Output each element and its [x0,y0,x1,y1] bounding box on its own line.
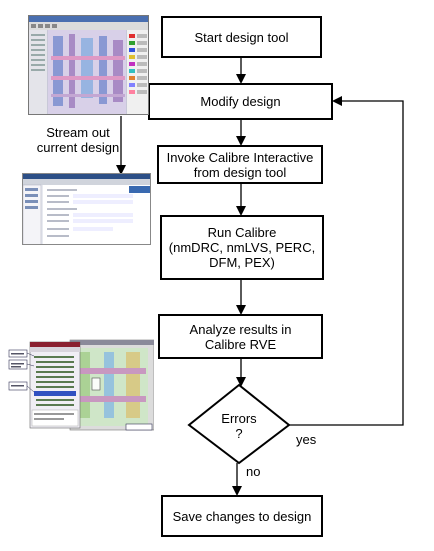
step-save-label: Save changes to design [172,508,312,524]
step-invoke-calibre-interactive: Invoke Calibre Interactive from design t… [157,145,323,184]
step-run-label: Run Calibre (nmDRC, nmLVS, PERC, DFM, PE… [168,225,316,270]
step-start-design-tool: Start design tool [161,16,322,58]
step-analyze-results: Analyze results in Calibre RVE [158,314,323,359]
step-run-calibre: Run Calibre (nmDRC, nmLVS, PERC, DFM, PE… [160,215,324,280]
calibre-rve-screenshot [8,338,154,434]
stream-out-label: Stream out current design [36,125,120,155]
no-label: no [246,464,261,479]
arrow-yes-loop [289,96,404,426]
decision-diamond [187,383,291,465]
calibre-interactive-image [23,174,150,244]
layout-editor-screenshot [28,15,149,115]
calibre-interactive-screenshot [22,173,151,245]
step-modify-label: Modify design [200,94,281,109]
step-start-label: Start design tool [194,29,289,45]
decision-label: Errors ? [221,411,257,441]
yes-label: yes [296,432,317,447]
step-invoke-label: Invoke Calibre Interactive from design t… [166,149,314,180]
step-modify-design: Modify design [148,83,333,120]
step-save-changes: Save changes to design [161,495,323,537]
calibre-rve-image [8,339,154,431]
layout-editor-image [29,16,148,114]
step-analyze-label: Analyze results in Calibre RVE [189,321,292,352]
